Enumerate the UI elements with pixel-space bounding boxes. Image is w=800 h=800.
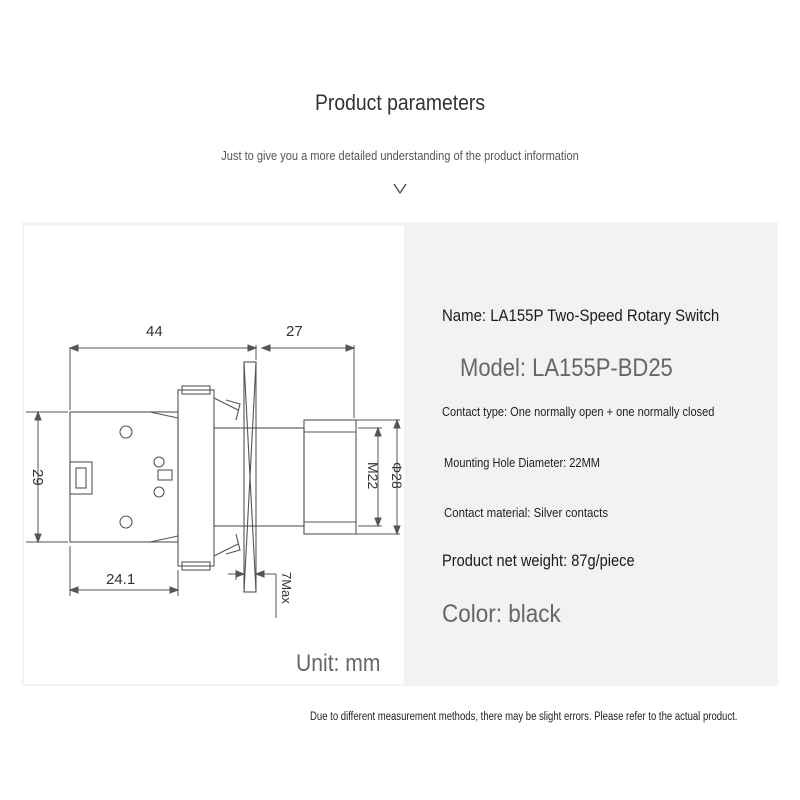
chevron-down-icon xyxy=(393,183,407,195)
page-subtitle: Just to give you a more detailed underst… xyxy=(221,148,579,163)
unit-label: Unit: mm xyxy=(296,650,381,677)
technical-drawing: 44 27 29 M22 Φ28 24.1 7Max xyxy=(24,226,405,684)
dim-height-label: 29 xyxy=(29,469,46,486)
dim-contact-width-label: 24.1 xyxy=(106,571,135,588)
spec-mounting-hole: Mounting Hole Diameter: 22MM xyxy=(444,455,601,470)
dim-length-label: 44 xyxy=(146,323,163,340)
spec-model: Model: LA155P-BD25 xyxy=(460,354,673,382)
dim-diameter-label: Φ28 xyxy=(389,462,404,489)
dim-front-label: 27 xyxy=(286,323,303,340)
disclaimer-note: Due to different measurement methods, th… xyxy=(310,711,738,723)
spec-contact-type: Contact type: One normally open + one no… xyxy=(442,404,715,419)
spec-contact-material: Contact material: Silver contacts xyxy=(444,505,609,520)
dim-thread-label: M22 xyxy=(365,462,381,489)
dim-panel-max-label: 7Max xyxy=(279,572,294,604)
dimension-drawing: 44 27 29 M22 Φ28 24.1 7Max xyxy=(26,323,405,618)
spec-name: Name: LA155P Two-Speed Rotary Switch xyxy=(442,306,720,325)
page-title: Product parameters xyxy=(314,90,486,115)
spec-color: Color: black xyxy=(442,600,561,628)
spec-net-weight: Product net weight: 87g/piece xyxy=(442,551,635,570)
